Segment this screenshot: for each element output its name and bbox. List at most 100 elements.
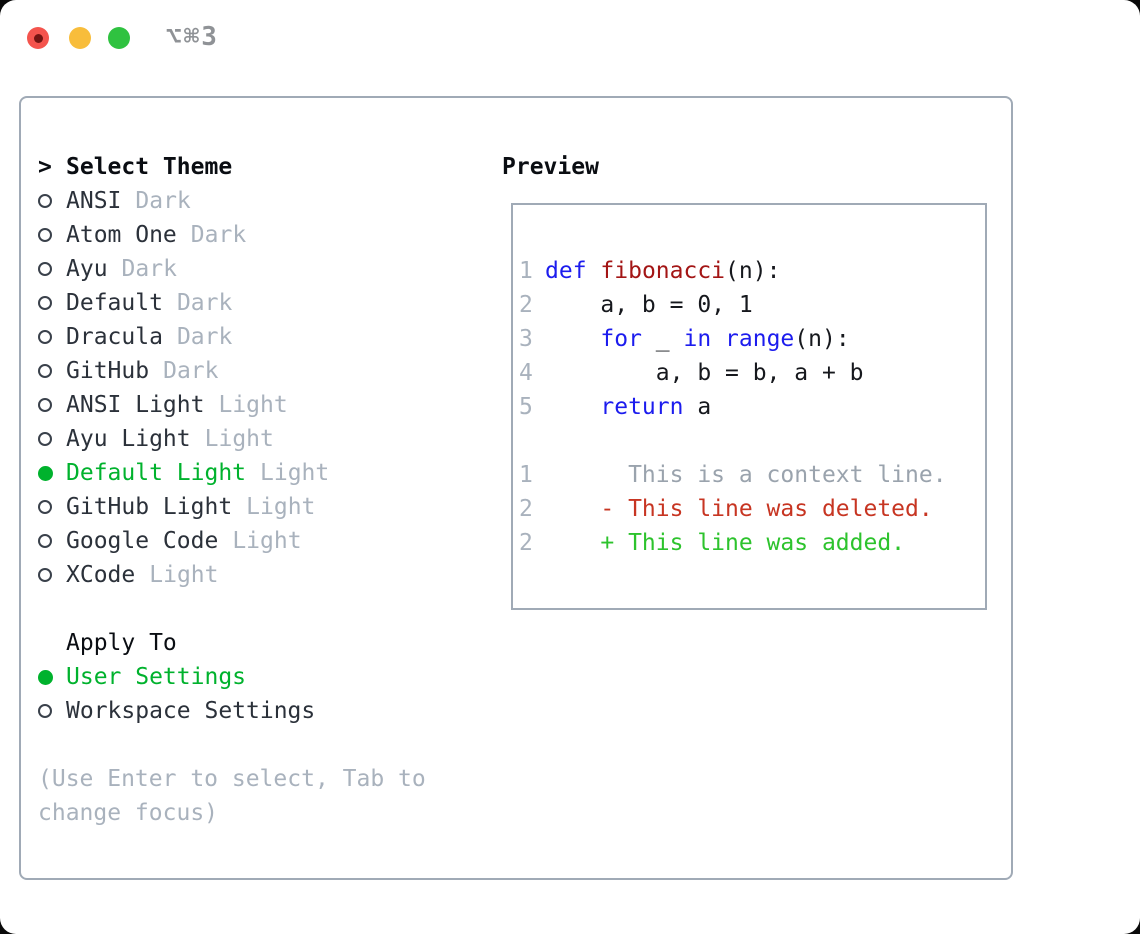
- apply-to-option[interactable]: Workspace Settings: [38, 694, 488, 728]
- code-token: a, b = 0, 1: [545, 292, 753, 318]
- theme-name: Default Light: [66, 460, 247, 486]
- radio-icon: [38, 330, 66, 344]
- theme-option[interactable]: Ayu Dark: [38, 252, 488, 286]
- radio-icon: [38, 432, 66, 446]
- radio-icon: [38, 500, 66, 514]
- diff-line-added: 2 + This line was added.: [519, 526, 983, 560]
- radio-selected-icon: [38, 465, 66, 481]
- line-number: 2: [519, 496, 533, 522]
- theme-variant-label: Light: [246, 494, 316, 520]
- apply-to-label: User Settings: [66, 664, 247, 690]
- diff-text: This is a context line.: [545, 462, 947, 488]
- theme-option[interactable]: Dracula Dark: [38, 320, 488, 354]
- code-token: fibonacci: [600, 258, 726, 284]
- theme-variant-label: Dark: [121, 256, 177, 282]
- apply-to-title: Apply To: [66, 630, 177, 656]
- code-token: [711, 326, 725, 352]
- apply-to-label: Workspace Settings: [66, 698, 316, 724]
- titlebar: ⌥⌘3: [0, 0, 1140, 76]
- radio-icon: [38, 568, 66, 582]
- code-token: return: [600, 394, 684, 420]
- code-line: 3 for _ in range(n):: [519, 322, 983, 356]
- radio-icon: [38, 364, 66, 378]
- radio-icon: [38, 262, 66, 276]
- diff-text: + This line was added.: [545, 530, 906, 556]
- close-button[interactable]: [27, 27, 49, 49]
- theme-variant-label: Light: [260, 460, 330, 486]
- theme-name: Ayu: [66, 256, 108, 282]
- theme-name: Default: [66, 290, 163, 316]
- theme-option[interactable]: Default Light Light: [38, 456, 488, 490]
- footer-hint: (Use Enter to select, Tab to change focu…: [38, 766, 426, 826]
- code-token: in: [683, 326, 712, 352]
- theme-variant-label: Light: [232, 528, 302, 554]
- theme-variant-label: Dark: [190, 222, 247, 248]
- radio-icon: [38, 194, 66, 208]
- theme-option[interactable]: Default Dark: [38, 286, 488, 320]
- theme-name: GitHub Light: [66, 494, 233, 520]
- diff-text: - This line was deleted.: [545, 496, 933, 522]
- code-token: [545, 326, 600, 352]
- code-token: _: [641, 326, 684, 352]
- line-number: 1: [519, 462, 533, 488]
- apply-to-header: Apply To: [38, 626, 488, 660]
- theme-name: ANSI Light: [66, 392, 205, 418]
- code-token: a, b = b, a + b: [545, 360, 864, 386]
- line-number: 1: [519, 258, 533, 284]
- code-line: 5 return a: [519, 390, 983, 424]
- theme-variant-label: Dark: [135, 188, 191, 214]
- theme-variant-label: Dark: [163, 358, 219, 384]
- maximize-button[interactable]: [108, 27, 130, 49]
- code-token: for: [600, 326, 642, 352]
- theme-name: Dracula: [66, 324, 163, 350]
- preview-box: 1 def fibonacci (n): 2 a, b = 0, 1 3 for _ i…: [511, 203, 987, 610]
- apply-to-option[interactable]: User Settings: [38, 660, 488, 694]
- line-number: 5: [519, 394, 533, 420]
- code-token: (n):: [794, 326, 850, 352]
- theme-name: XCode: [66, 562, 136, 588]
- minimize-button[interactable]: [69, 27, 91, 49]
- line-number: 2: [519, 530, 533, 556]
- theme-name: Ayu Light: [66, 426, 191, 452]
- diff-line-context: 1 This is a context line.: [519, 458, 983, 492]
- close-button-dot-icon: [33, 33, 43, 43]
- theme-variant-label: Dark: [176, 290, 233, 316]
- theme-option[interactable]: ANSI Dark: [38, 184, 488, 218]
- radio-selected-icon: [38, 669, 66, 685]
- preview-header: Preview: [502, 154, 599, 180]
- theme-option[interactable]: GitHub Light Light: [38, 490, 488, 524]
- theme-name: GitHub: [66, 358, 150, 384]
- window-shortcut-label: ⌥⌘3: [166, 22, 219, 52]
- code-token: [545, 394, 600, 420]
- theme-name: ANSI: [66, 188, 122, 214]
- diff-line-deleted: 2 - This line was deleted.: [519, 492, 983, 526]
- theme-option[interactable]: Atom One Dark: [38, 218, 488, 252]
- theme-option[interactable]: ANSI Light Light: [38, 388, 488, 422]
- code-token: def: [545, 258, 587, 284]
- radio-icon: [38, 534, 66, 548]
- theme-variant-label: Dark: [176, 324, 233, 350]
- theme-variant-label: Light: [149, 562, 219, 588]
- theme-name: Atom One: [66, 222, 177, 248]
- line-number: 2: [519, 292, 533, 318]
- theme-option[interactable]: XCode Light: [38, 558, 488, 592]
- code-token: [587, 258, 601, 284]
- theme-option[interactable]: GitHub Dark: [38, 354, 488, 388]
- prompt-caret-icon: >: [38, 154, 52, 180]
- radio-icon: [38, 296, 66, 310]
- line-number: 3: [519, 326, 533, 352]
- preview-code: 1 def fibonacci (n): 2 a, b = 0, 1 3 for _ i…: [519, 254, 983, 560]
- code-token: a: [683, 394, 712, 420]
- line-number: 4: [519, 360, 533, 386]
- select-theme-title: Select Theme: [66, 154, 233, 180]
- theme-variant-label: Light: [218, 392, 288, 418]
- radio-icon: [38, 228, 66, 242]
- radio-icon: [38, 398, 66, 412]
- code-token: range: [725, 326, 795, 352]
